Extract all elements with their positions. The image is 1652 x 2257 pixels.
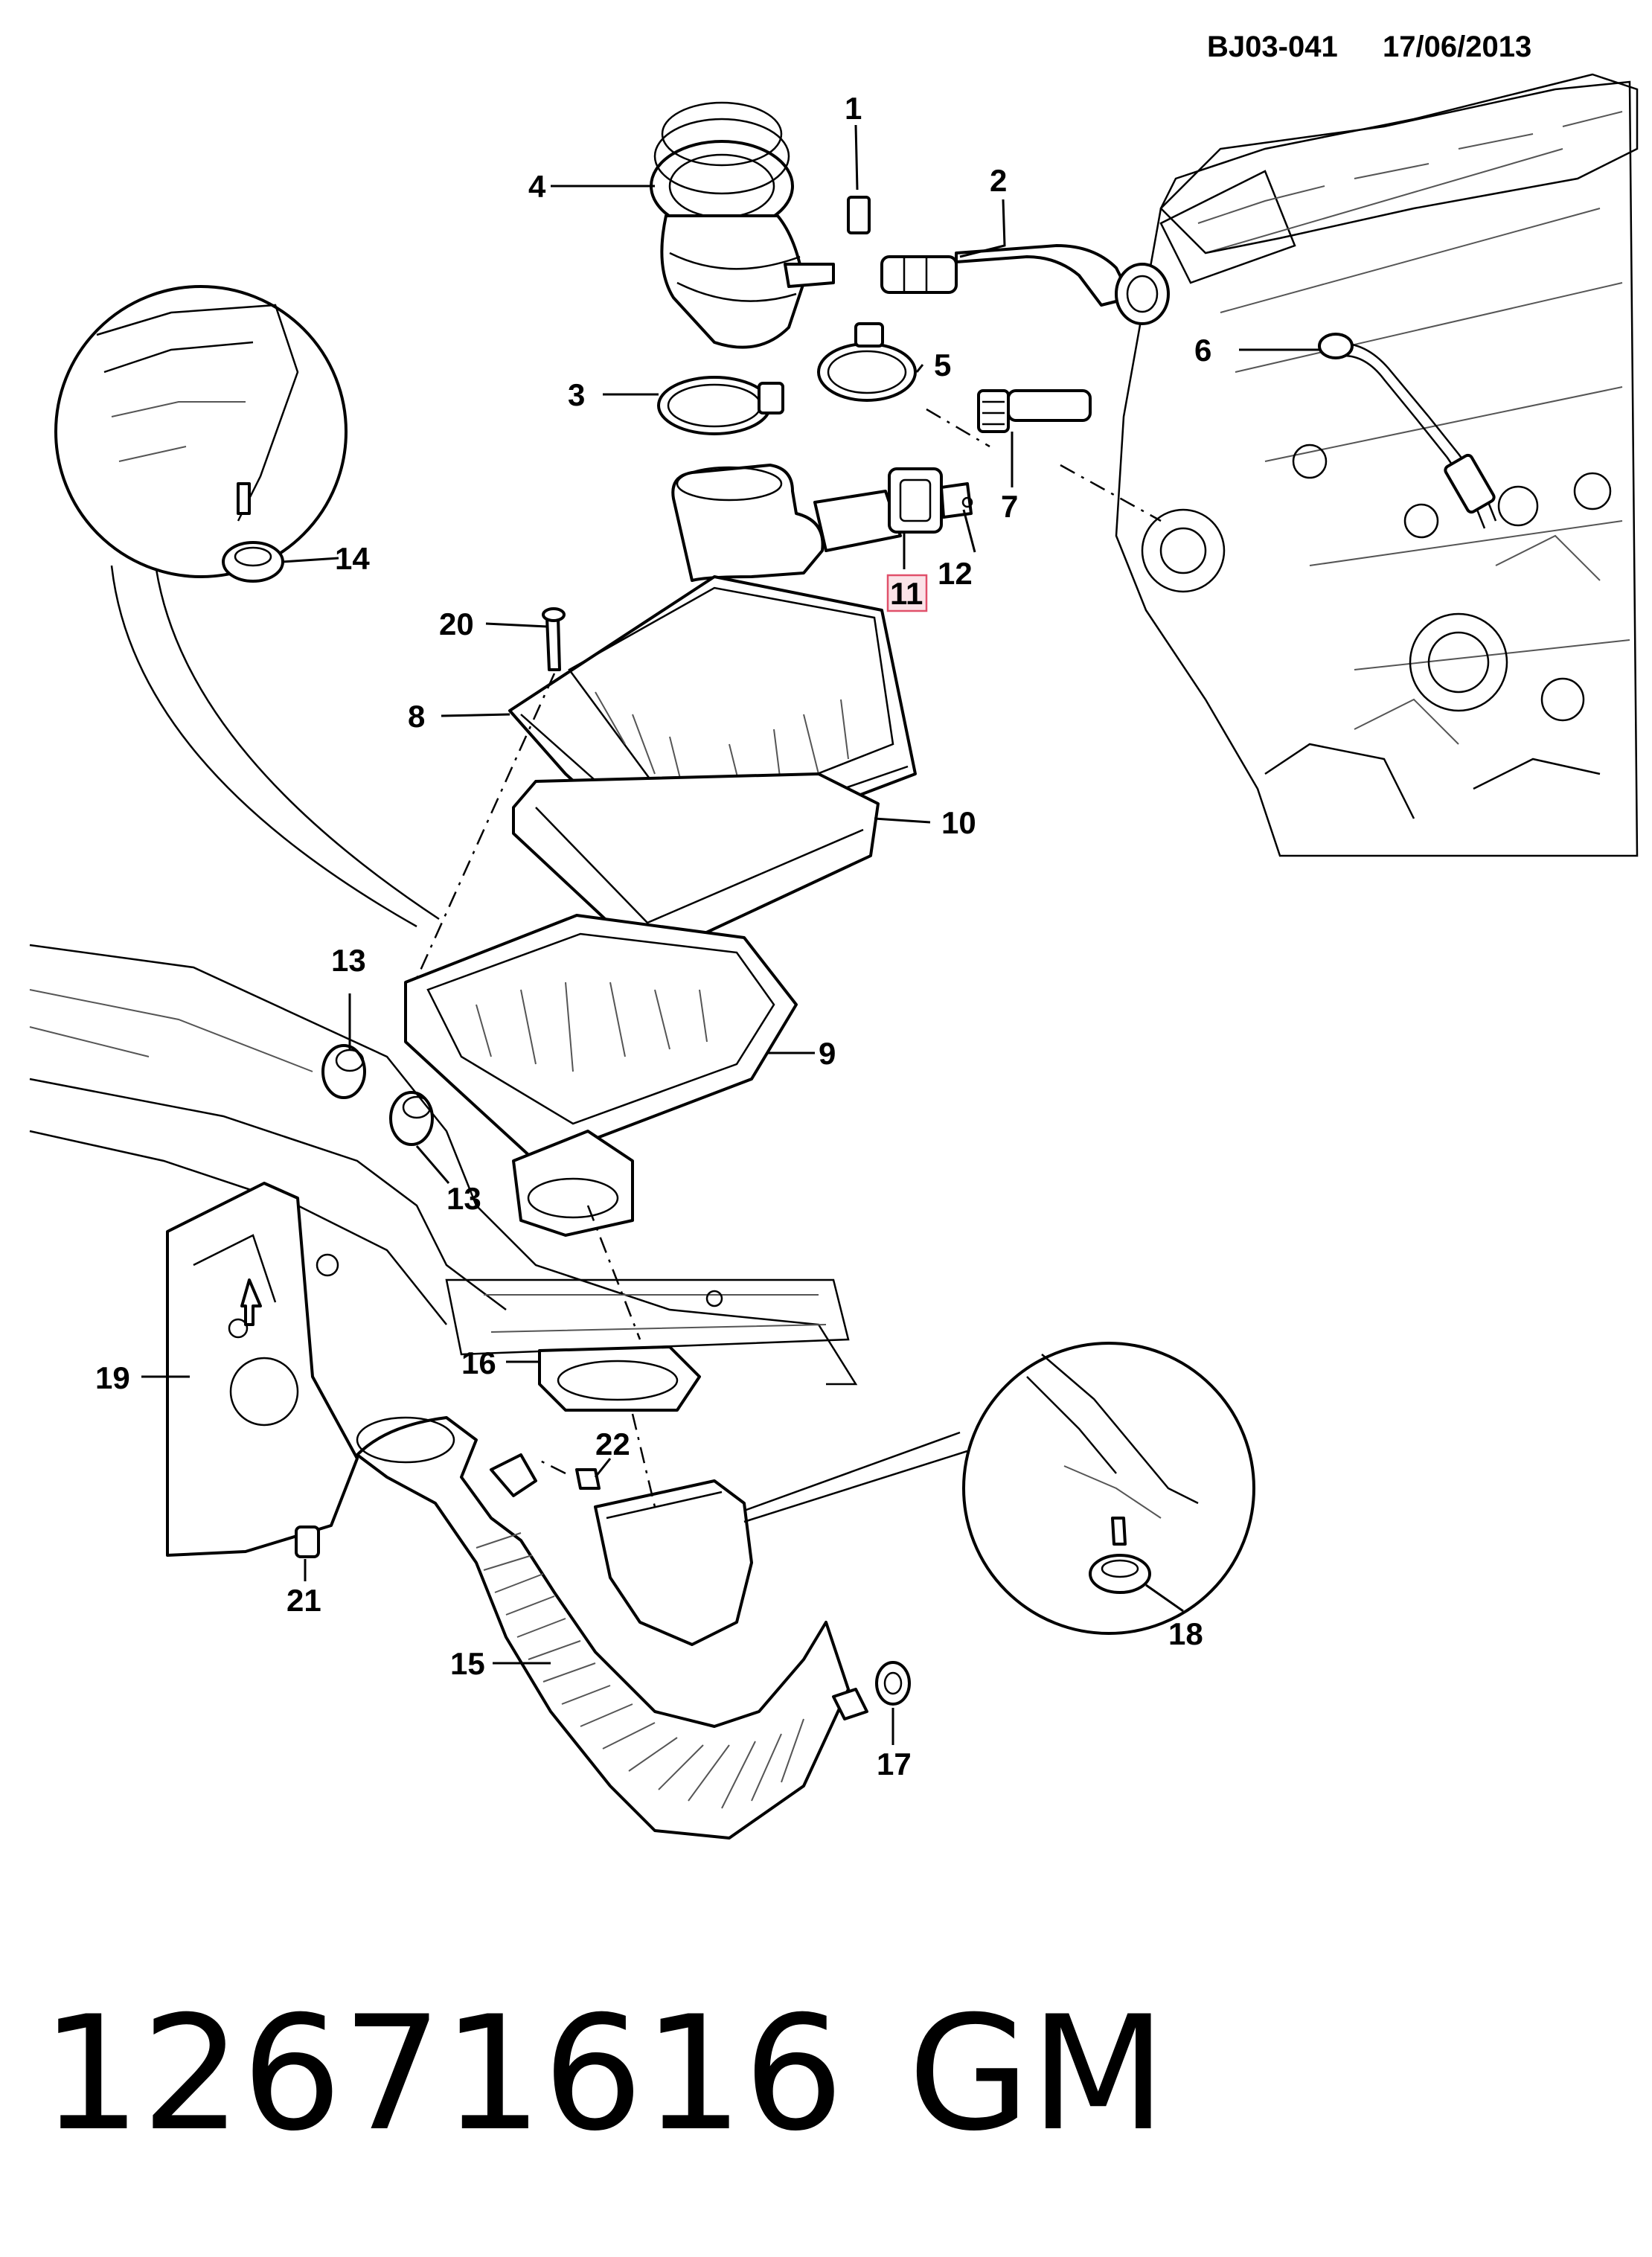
part-13-grommet-upper bbox=[321, 1044, 366, 1099]
assembly-lines bbox=[415, 408, 1162, 1508]
part-7-sensor bbox=[977, 389, 1092, 433]
engine-assembly bbox=[1115, 73, 1639, 857]
part-16-seal bbox=[538, 1345, 701, 1412]
callout-9: 9 bbox=[819, 1036, 836, 1071]
callout-17: 17 bbox=[877, 1747, 912, 1781]
callout-11: 11 bbox=[890, 576, 923, 611]
detail-circle-14 bbox=[54, 285, 440, 928]
callout-14: 14 bbox=[335, 541, 370, 576]
callout-3: 3 bbox=[568, 377, 585, 412]
part-15-intake-hose bbox=[356, 1416, 868, 1840]
part-12-screw bbox=[961, 496, 973, 508]
callout-22: 22 bbox=[595, 1427, 630, 1462]
callout-10: 10 bbox=[941, 805, 976, 840]
part-9-air-box-base bbox=[404, 914, 798, 1237]
part-17-grommet bbox=[875, 1661, 911, 1706]
callout-4: 4 bbox=[528, 169, 546, 204]
detail-circle-18 bbox=[743, 1342, 1255, 1635]
part-5-clamp bbox=[817, 322, 917, 402]
part-11-maf-sensor bbox=[813, 467, 973, 552]
part-6-harness bbox=[1318, 333, 1497, 529]
part-13-grommet-lower bbox=[389, 1091, 434, 1146]
leader-lines bbox=[141, 124, 1321, 1745]
part-10-filter-element bbox=[512, 772, 880, 961]
callout-2: 2 bbox=[990, 163, 1007, 198]
callout-12: 12 bbox=[938, 556, 973, 591]
part-20-screw bbox=[542, 607, 566, 671]
callout-20: 20 bbox=[439, 606, 474, 641]
part-2-hose bbox=[880, 244, 1170, 325]
callout-15: 15 bbox=[450, 1646, 485, 1681]
callout-13-lower: 13 bbox=[446, 1181, 481, 1216]
part-number: 12671616 bbox=[41, 1982, 844, 2165]
diagram-code: BJ03-041 bbox=[1207, 31, 1338, 63]
callout-6: 6 bbox=[1194, 333, 1211, 368]
callout-7: 7 bbox=[1001, 489, 1018, 524]
diagram-date: 17/06/2013 bbox=[1383, 31, 1531, 63]
part-3-clamp bbox=[657, 376, 784, 435]
callout-8: 8 bbox=[408, 699, 425, 734]
part-22-clip bbox=[575, 1468, 601, 1490]
vehicle-frame bbox=[29, 944, 858, 1386]
callout-5: 5 bbox=[934, 348, 951, 382]
callout-1: 1 bbox=[845, 91, 862, 126]
callout-labels: 1 2 4 3 5 6 7 12 11 20 8 10 14 13 9 13 1… bbox=[95, 91, 1211, 1781]
brand-name: GM bbox=[908, 1982, 1166, 2165]
callout-11-highlight bbox=[886, 574, 928, 612]
callout-16: 16 bbox=[461, 1345, 496, 1380]
part-19-bracket bbox=[166, 1182, 359, 1557]
part-1-plug bbox=[847, 196, 871, 234]
callout-19: 19 bbox=[95, 1360, 130, 1395]
intake-elbow bbox=[671, 464, 825, 582]
callout-18: 18 bbox=[1168, 1616, 1203, 1651]
callout-21: 21 bbox=[286, 1583, 321, 1618]
part-4-intake-duct bbox=[650, 101, 835, 349]
callout-13-upper: 13 bbox=[331, 943, 366, 978]
part-21-nut bbox=[295, 1526, 320, 1558]
